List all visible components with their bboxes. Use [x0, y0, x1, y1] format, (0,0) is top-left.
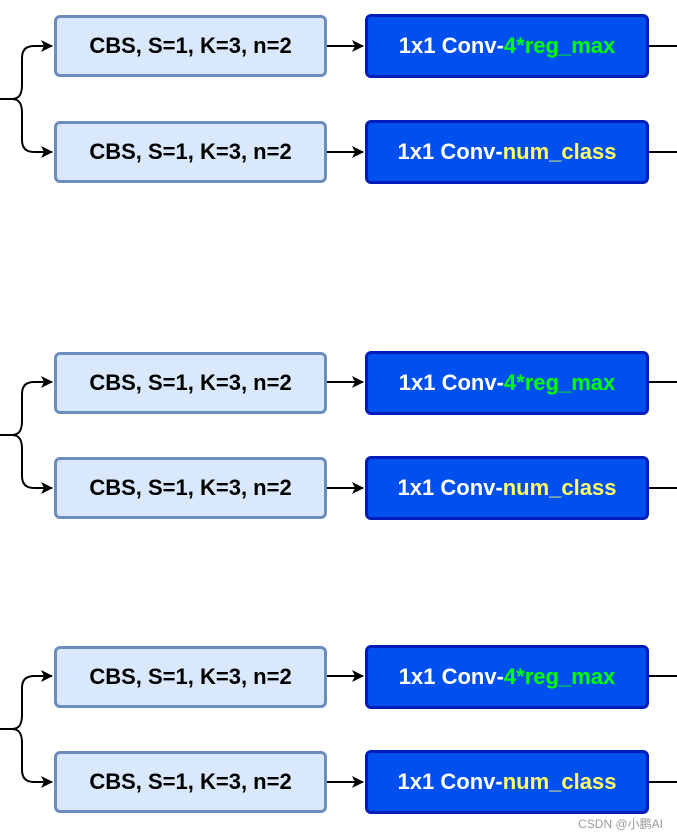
group-2-split-arrow-bottom: [11, 434, 53, 494]
group-3-cls-conv-box: 1x1 Conv-num_class: [365, 750, 649, 814]
group-3-reg-conv-suffix: 4*reg_max: [503, 664, 616, 689]
group-1-cls-cbs-box: CBS, S=1, K=3, n=2: [54, 121, 327, 183]
group-1-reg-conv-prefix: 1x1 Conv-: [398, 33, 504, 58]
group-3-reg-cbs-label: CBS, S=1, K=3, n=2: [89, 664, 292, 689]
group-3-reg-cbs-box: CBS, S=1, K=3, n=2: [54, 646, 327, 708]
group-1-split-arrow-bottom: [11, 98, 53, 158]
group-2-cls-conv-box: 1x1 Conv-num_class: [365, 456, 649, 520]
group-1-cls-conv-suffix: num_class: [502, 139, 617, 164]
group-2-reg-cbs-box: CBS, S=1, K=3, n=2: [54, 352, 327, 414]
group-2-reg-cbs-label: CBS, S=1, K=3, n=2: [89, 370, 292, 395]
watermark: CSDN @小鹏AI: [578, 817, 663, 831]
group-1-reg-cbs-box: CBS, S=1, K=3, n=2: [54, 15, 327, 77]
group-2-reg-conv-suffix: 4*reg_max: [503, 370, 616, 395]
group-1-reg-conv-box: 1x1 Conv-4*reg_max: [365, 14, 649, 78]
group-2-cls-cbs-label: CBS, S=1, K=3, n=2: [89, 475, 292, 500]
group-3-split-arrow-top: [0, 670, 53, 730]
group-3-split-arrow-bottom: [11, 728, 53, 788]
group-3-cls-cbs-box: CBS, S=1, K=3, n=2: [54, 751, 327, 813]
group-1-reg-conv-suffix: 4*reg_max: [503, 33, 616, 58]
group-1-split-arrow-top: [0, 40, 53, 100]
group-2-reg-conv-prefix: 1x1 Conv-: [398, 370, 504, 395]
group-3-cls-cbs-label: CBS, S=1, K=3, n=2: [89, 769, 292, 794]
group-1-cls-cbs-label: CBS, S=1, K=3, n=2: [89, 139, 292, 164]
group-3-cls-conv-prefix: 1x1 Conv-: [397, 769, 503, 794]
group-2-cls-cbs-box: CBS, S=1, K=3, n=2: [54, 457, 327, 519]
group-2-cls-conv-suffix: num_class: [502, 475, 617, 500]
group-3-reg-conv-box: 1x1 Conv-4*reg_max: [365, 645, 649, 709]
group-1-cls-conv-box: 1x1 Conv-num_class: [365, 120, 649, 184]
group-2-cls-conv-prefix: 1x1 Conv-: [397, 475, 503, 500]
group-2-split-arrow-top: [0, 376, 53, 436]
group-3-cls-conv-suffix: num_class: [502, 769, 617, 794]
group-3-reg-conv-prefix: 1x1 Conv-: [398, 664, 504, 689]
group-1-cls-conv-prefix: 1x1 Conv-: [397, 139, 503, 164]
group-2-reg-conv-box: 1x1 Conv-4*reg_max: [365, 351, 649, 415]
group-1-reg-cbs-label: CBS, S=1, K=3, n=2: [89, 33, 292, 58]
